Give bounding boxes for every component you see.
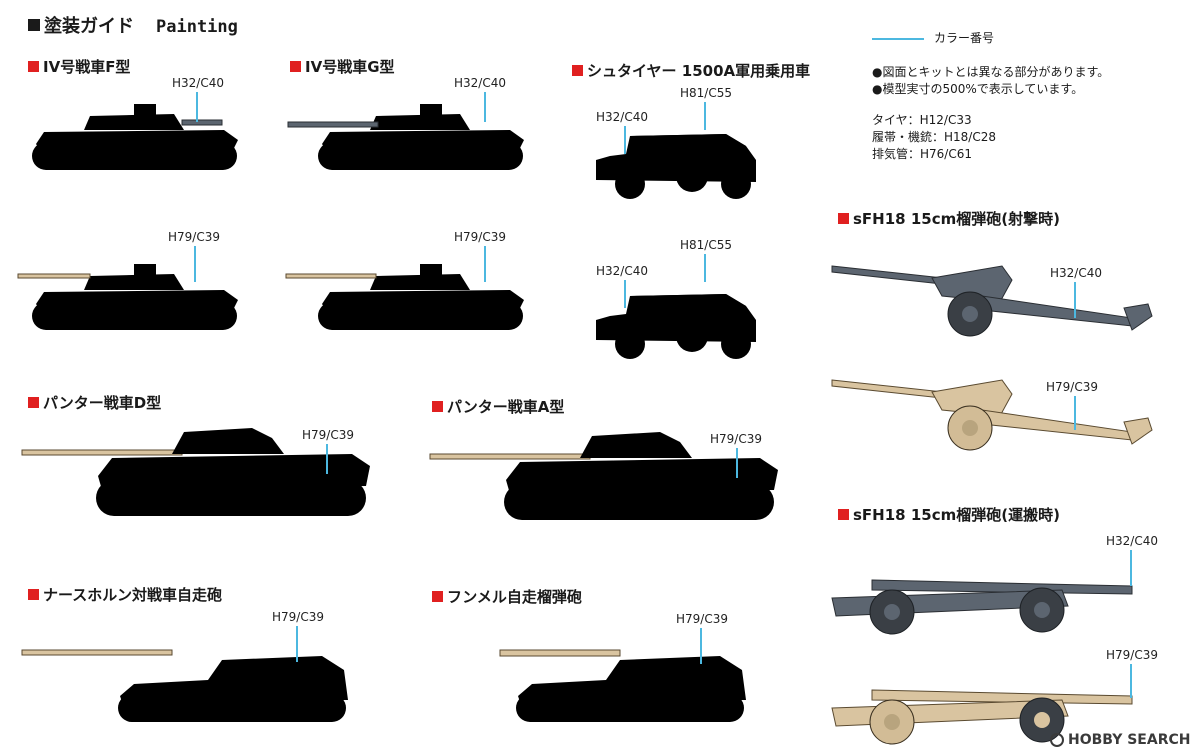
p4g-gray-drawing <box>287 104 524 170</box>
sfh-fire-sand-drawing <box>831 379 1153 451</box>
color-code: H32/C40 <box>172 76 224 90</box>
callout-leader <box>296 626 298 662</box>
red-marker-icon <box>28 397 39 408</box>
legend-label: カラー番号 <box>934 31 995 45</box>
section-title-sfh-tow: sFH18 15cm榴弾砲(運搬時) <box>838 504 1060 525</box>
hobby-search-logo-icon <box>1050 733 1064 747</box>
callout-leader <box>704 254 706 282</box>
red-marker-icon <box>432 401 443 412</box>
color-code: H79/C39 <box>168 230 220 244</box>
section-title-sfh-fire: sFH18 15cm榴弾砲(射撃時) <box>838 208 1060 229</box>
p4g-sand-drawing <box>285 264 524 330</box>
callout-leader <box>624 126 626 154</box>
section-title-p4f: IV号戦車F型 <box>28 56 130 77</box>
callout-leader <box>484 246 486 282</box>
callout-leader <box>326 444 328 474</box>
note-line-2: ●模型実寸の500%で表示しています。 <box>872 82 1084 96</box>
callout-leader <box>194 246 196 282</box>
red-marker-icon <box>28 61 39 72</box>
color-code: H79/C39 <box>272 610 324 624</box>
color-code: H32/C40 <box>454 76 506 90</box>
sfh-tow-gray-drawing <box>831 579 1133 635</box>
callout-leader <box>484 92 486 122</box>
section-title-p4g: IV号戦車G型 <box>290 56 395 77</box>
callout-leader <box>736 448 738 478</box>
steyr-sand-drawing: .st2 .bd{fill:#d9c4a0;stroke:#5a4a30;str… <box>596 294 756 359</box>
section-title-nashorn: ナースホルン対戦車自走砲 <box>28 584 222 605</box>
exhaust-color-note: 排気管：H76/C61 <box>872 147 972 161</box>
section-title-panther-a: パンター戦車A型 <box>432 396 564 417</box>
p4f-sand-drawing: .s1 .bd{fill:#d9c4a0;stroke:#5a4a30;stro… <box>17 264 238 330</box>
p4f-gray-drawing: .g1 .bd{fill:#5c6570;stroke:#2a2e33;stro… <box>32 104 238 170</box>
note-line-1: ●図面とキットとは異なる部分があります。 <box>872 65 1110 79</box>
panther-d-drawing: .s2 .bd{fill:#d9c4a0;stroke:#5a4a30;stro… <box>21 428 370 516</box>
track-color-note: 履帯・機銃：H18/C28 <box>872 130 996 144</box>
color-code: H81/C55 <box>680 86 732 100</box>
red-marker-icon <box>838 213 849 224</box>
callout-leader <box>1074 282 1076 318</box>
sfh-fire-gray-drawing <box>831 265 1153 337</box>
section-title-hummel: フンメル自走榴弾砲 <box>432 586 582 607</box>
callout-leader <box>1130 664 1132 698</box>
color-code: H79/C39 <box>302 428 354 442</box>
callout-leader <box>1074 396 1076 430</box>
color-code: H32/C40 <box>1050 266 1102 280</box>
title-square-icon <box>28 19 40 31</box>
watermark: HOBBY SEARCH <box>1050 732 1190 748</box>
callout-leader <box>624 280 626 308</box>
color-code: H81/C55 <box>680 238 732 252</box>
color-code: H79/C39 <box>1106 648 1158 662</box>
nashorn-drawing: .s3 .bd{fill:#d9c4a0;stroke:#5a4a30;stro… <box>21 649 348 722</box>
color-code: H32/C40 <box>596 110 648 124</box>
red-marker-icon <box>432 591 443 602</box>
callout-leader <box>704 102 706 130</box>
red-marker-icon <box>28 589 39 600</box>
color-code: H32/C40 <box>1106 534 1158 548</box>
section-title-steyr: シュタイヤー 1500A軍用乗用車 <box>572 60 810 81</box>
color-code: H79/C39 <box>710 432 762 446</box>
callout-leader <box>196 92 198 122</box>
color-code: H79/C39 <box>676 612 728 626</box>
hummel-drawing <box>499 649 746 722</box>
red-marker-icon <box>838 509 849 520</box>
color-code: H79/C39 <box>454 230 506 244</box>
callout-leader <box>1130 550 1132 586</box>
steyr-gray-drawing: .st1 .bd{fill:#5c6570;stroke:#2a2e33;str… <box>596 134 756 199</box>
callout-leader <box>700 628 702 664</box>
color-code: H79/C39 <box>1046 380 1098 394</box>
color-code: H32/C40 <box>596 264 648 278</box>
sfh-tow-sand-drawing <box>831 689 1133 745</box>
callout-legend-line <box>872 38 924 40</box>
red-marker-icon <box>290 61 301 72</box>
panther-a-drawing <box>429 432 778 520</box>
section-title-panther-d: パンター戦車D型 <box>28 392 161 413</box>
tire-color-note: タイヤ：H12/C33 <box>872 113 972 127</box>
red-marker-icon <box>572 65 583 76</box>
